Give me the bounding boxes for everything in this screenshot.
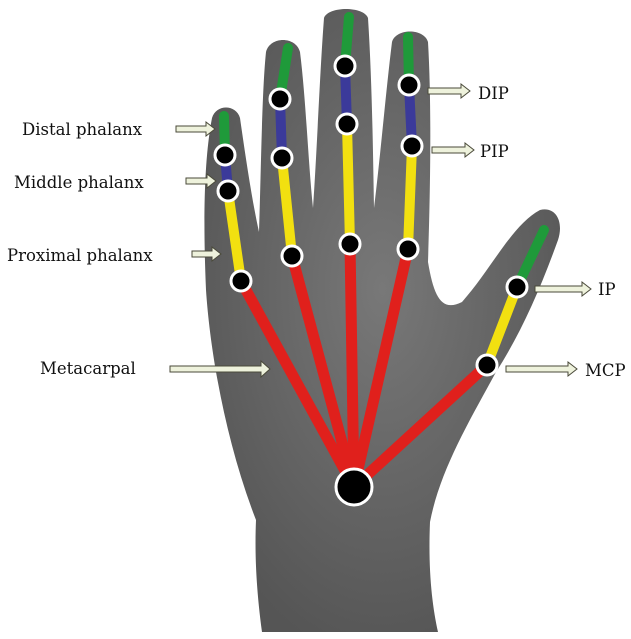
joint-dip-index xyxy=(399,75,419,95)
label-dip: DIP xyxy=(478,86,509,103)
arrow-mcp xyxy=(506,362,577,376)
label-distal-phalanx: Distal phalanx xyxy=(22,122,142,139)
arrow-ip xyxy=(535,282,591,296)
label-pip: PIP xyxy=(480,144,509,161)
joint-mcp-index xyxy=(398,239,418,259)
label-proximal-phalanx: Proximal phalanx xyxy=(7,248,153,265)
label-middle-phalanx: Middle phalanx xyxy=(14,175,144,192)
joint-pip-index xyxy=(402,136,422,156)
joint-wrist xyxy=(336,469,372,505)
joint-pip-little xyxy=(218,181,238,201)
joint-dip-middle xyxy=(335,56,355,76)
joint-ip-thumb xyxy=(507,277,527,297)
joint-pip-middle xyxy=(337,114,357,134)
joint-dip-ring xyxy=(270,89,290,109)
joint-mcp-middle xyxy=(340,234,360,254)
label-ip: IP xyxy=(598,282,616,299)
joint-mcp-ring xyxy=(282,246,302,266)
label-mcp: MCP xyxy=(585,363,626,380)
joint-mcp-thumb xyxy=(477,355,497,375)
label-metacarpal: Metacarpal xyxy=(40,361,136,378)
arrow-pip xyxy=(432,143,474,157)
arrow-dip xyxy=(428,84,470,98)
joint-pip-ring xyxy=(272,148,292,168)
joint-dip-little xyxy=(215,145,235,165)
joint-mcp-little xyxy=(231,271,251,291)
arrow-distal-phalanx xyxy=(176,122,215,136)
